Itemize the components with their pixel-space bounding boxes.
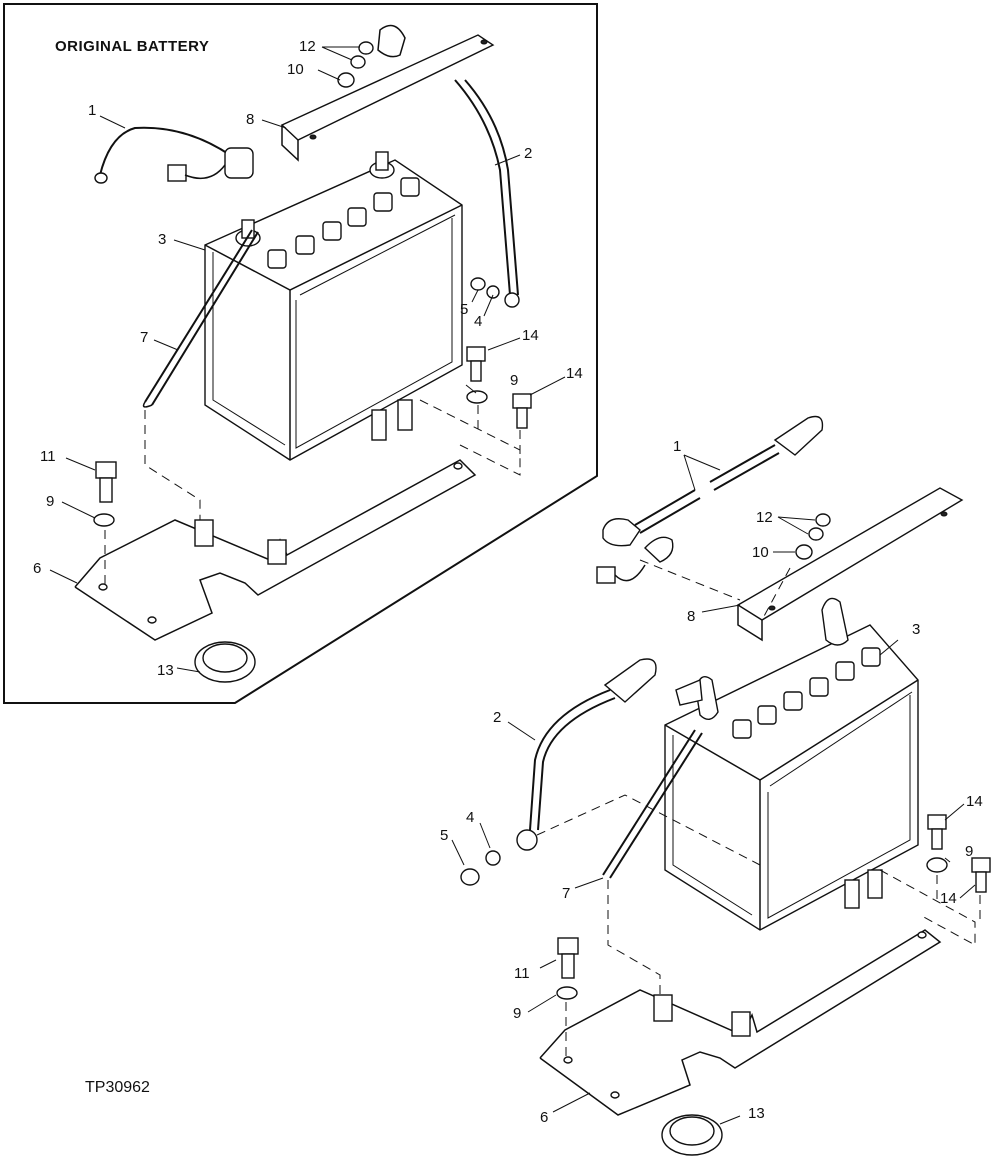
main-callout-1: 1 [673,438,681,455]
main-leaders [451,454,976,1125]
inset-callout-5: 5 [460,301,468,318]
inset-callout-14b: 14 [566,365,583,382]
inset-hold-down-bar [280,34,495,162]
main-callout-5: 5 [440,827,448,844]
main-callout-8: 8 [687,608,695,625]
inset-border [3,3,598,704]
inset-callout-13: 13 [157,662,174,679]
inset-callout-9a: 9 [510,372,518,389]
main-callout-13: 13 [748,1105,765,1122]
inset-callout-1: 1 [88,102,96,119]
main-callout-12: 12 [756,509,773,526]
main-callout-11: 11 [514,965,530,982]
inset-callout-8: 8 [246,111,254,128]
main-callout-7: 7 [562,885,570,902]
inset-negative-cable [94,126,254,184]
main-hardware [460,513,991,1000]
main-positive-cable [516,658,703,851]
main-callout-2: 2 [493,709,501,726]
inset-hold-down-rod [142,229,259,408]
main-base-tray [539,929,942,1116]
inset-callout-11: 11 [40,448,56,465]
main-callout-9a: 9 [965,843,973,860]
inset-callout-2: 2 [524,145,532,162]
figure-id: TP30962 [85,1079,150,1096]
main-callout-9b: 9 [513,1005,521,1022]
inset-callout-4: 4 [474,313,482,330]
main-callout-10: 10 [752,544,769,561]
inset-battery [204,151,463,461]
main-callout-14a: 14 [966,793,983,810]
inset-callout-6: 6 [33,560,41,577]
original-battery-inset: ORIGINAL BATTERY [3,3,598,704]
main-hold-down-rod [602,729,703,879]
main-callout-6: 6 [540,1109,548,1126]
inset-callouts: 1 2 3 4 5 6 7 8 9 9 10 11 12 13 14 14 [33,38,583,679]
inset-grommet [194,641,256,683]
main-negative-cable [596,415,824,584]
inset-callout-12: 12 [299,38,316,55]
inset-base-tray [74,459,477,641]
inset-callout-7: 7 [140,329,148,346]
inset-positive-cable [377,24,520,308]
inset-assembly-lines [104,399,521,585]
main-callouts: 1 2 3 4 5 6 7 8 9 9 10 11 12 13 14 14 [440,438,983,1126]
main-battery-assembly: 1 2 3 4 5 6 7 8 9 9 10 11 12 13 14 14 [440,415,991,1156]
main-callout-3: 3 [912,621,920,638]
inset-title: ORIGINAL BATTERY [55,38,209,55]
inset-callout-10: 10 [287,61,304,78]
inset-vent-caps [267,177,420,269]
inset-callout-14a: 14 [522,327,539,344]
main-callout-14b: 14 [940,890,957,907]
inset-leaders [49,46,566,673]
inset-callout-9b: 9 [46,493,54,510]
inset-callout-3: 3 [158,231,166,248]
inset-hardware [93,41,532,527]
main-assembly-lines [536,559,981,1058]
main-callout-4: 4 [466,809,474,826]
main-grommet [661,1114,723,1156]
main-vent-caps [732,647,881,739]
main-battery [664,597,919,931]
